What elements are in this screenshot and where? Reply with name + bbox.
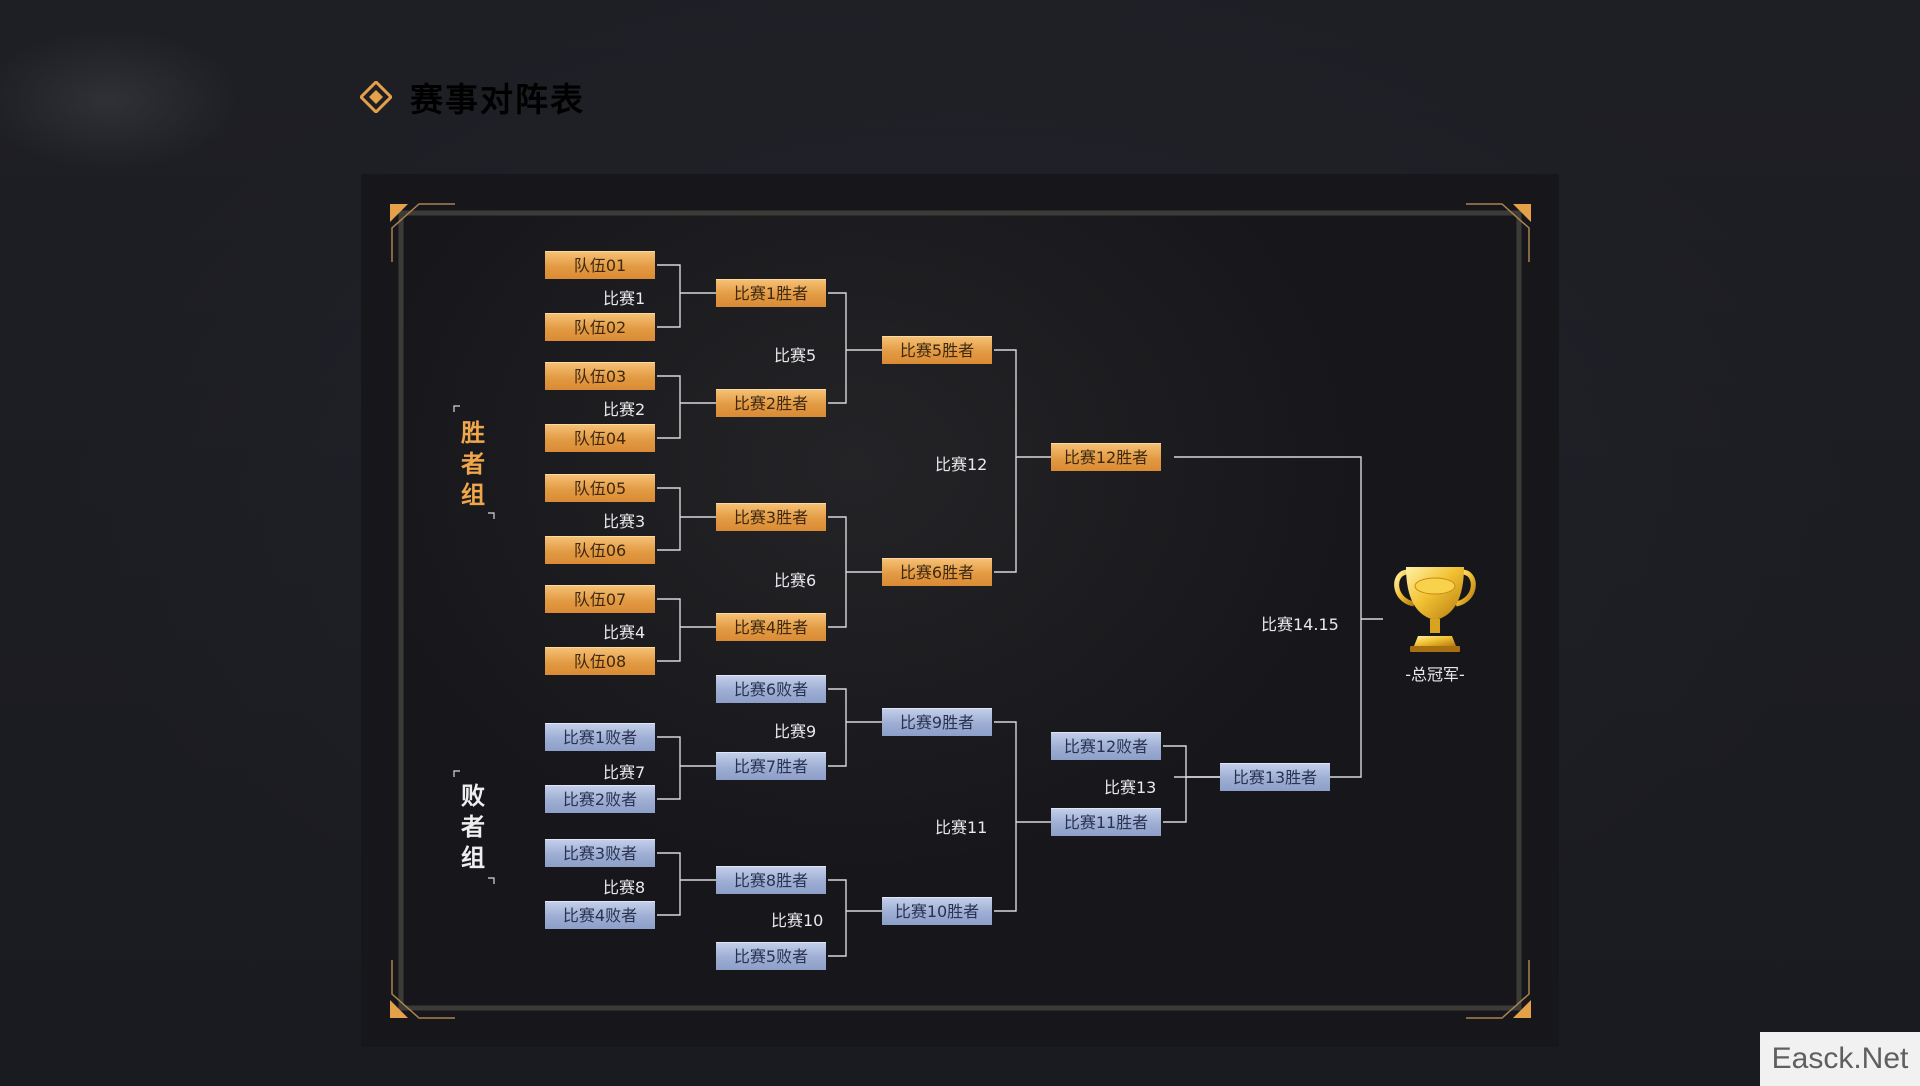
match3-loser-box: 比赛3败者 — [545, 839, 655, 867]
diamond-icon — [358, 79, 394, 115]
match6-loser-box: 比赛6败者 — [716, 675, 826, 703]
team-box-02: 队伍02 — [545, 313, 655, 341]
connector — [657, 852, 716, 916]
match11-winner-box: 比赛11胜者 — [1051, 808, 1161, 836]
match2-loser-box: 比赛2败者 — [545, 785, 655, 813]
match-label-5: 比赛5 — [774, 346, 817, 365]
connector — [657, 736, 716, 800]
match-label-6: 比赛6 — [774, 571, 817, 590]
watermark: Easck.Net — [1760, 1032, 1920, 1086]
team-box-01: 队伍01 — [545, 251, 655, 279]
match-label-13: 比赛13 — [1104, 778, 1157, 797]
connector — [828, 292, 882, 404]
match5-loser-box: 比赛5败者 — [716, 942, 826, 970]
team-box-07: 队伍07 — [545, 585, 655, 613]
connector — [994, 721, 1051, 912]
match-label-12: 比赛12 — [935, 455, 988, 474]
connector — [1163, 745, 1220, 823]
match6-winner-box: 比赛6胜者 — [882, 558, 992, 586]
match-label-4: 比赛4 — [603, 623, 646, 642]
match-label-14-15: 比赛14.15 — [1261, 615, 1339, 634]
match-label-2: 比赛2 — [603, 400, 646, 419]
champion-label: -总冠军- — [1405, 665, 1465, 684]
match-label-8: 比赛8 — [603, 878, 646, 897]
match-label-10: 比赛10 — [771, 911, 824, 930]
match3-winner-box: 比赛3胜者 — [716, 503, 826, 531]
connector — [657, 487, 716, 551]
match1-winner-box: 比赛1胜者 — [716, 279, 826, 307]
match12-winner-box: 比赛12胜者 — [1051, 443, 1161, 471]
match-label-3: 比赛3 — [603, 512, 646, 531]
match8-winner-box: 比赛8胜者 — [716, 866, 826, 894]
group-label-corners — [453, 405, 495, 884]
match13-winner-box: 比赛13胜者 — [1220, 763, 1330, 791]
connector — [828, 879, 882, 957]
team-box-05: 队伍05 — [545, 474, 655, 502]
match-label-9: 比赛9 — [774, 722, 817, 741]
match7-winner-box: 比赛7胜者 — [716, 752, 826, 780]
match4-loser-box: 比赛4败者 — [545, 901, 655, 929]
team-box-08: 队伍08 — [545, 647, 655, 675]
page-title: 赛事对阵表 — [410, 80, 585, 119]
connector — [657, 598, 716, 662]
match-label-11: 比赛11 — [935, 818, 988, 837]
match10-winner-box: 比赛10胜者 — [882, 897, 992, 925]
losers-group-label: 败 者 组 — [461, 782, 485, 872]
match12-loser-box: 比赛12败者 — [1051, 732, 1161, 760]
match2-winner-box: 比赛2胜者 — [716, 389, 826, 417]
connector — [828, 516, 882, 628]
team-box-03: 队伍03 — [545, 362, 655, 390]
connector — [657, 375, 716, 439]
match4-winner-box: 比赛4胜者 — [716, 613, 826, 641]
title-row: 赛事对阵表 — [358, 76, 585, 119]
team-box-06: 队伍06 — [545, 536, 655, 564]
match9-winner-box: 比赛9胜者 — [882, 708, 992, 736]
match5-winner-box: 比赛5胜者 — [882, 336, 992, 364]
connector — [657, 264, 716, 328]
panel-frame — [390, 203, 1531, 1019]
trophy-icon — [1390, 562, 1480, 658]
team-box-04: 队伍04 — [545, 424, 655, 452]
connector — [828, 688, 882, 767]
winners-group-label: 胜 者 组 — [461, 419, 485, 509]
match-label-1: 比赛1 — [603, 289, 646, 308]
match1-loser-box: 比赛1败者 — [545, 723, 655, 751]
match-label-7: 比赛7 — [603, 763, 646, 782]
connector — [994, 349, 1051, 573]
